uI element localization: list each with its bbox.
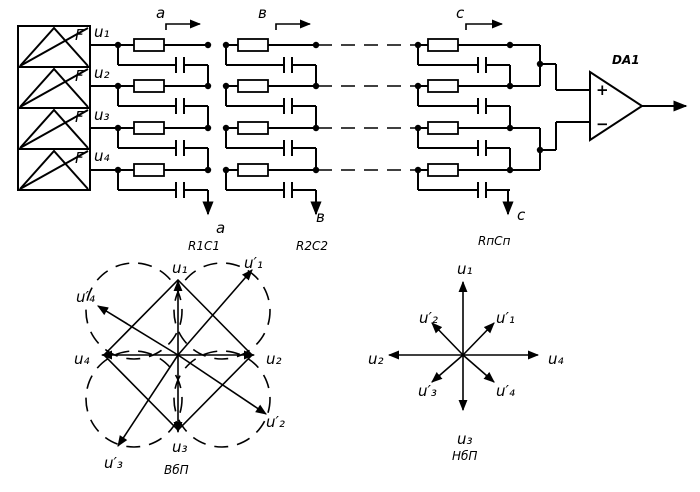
stage-2-row-3-node-in (222, 124, 230, 132)
nbp-label-u2p: u′₂ (419, 309, 438, 327)
stage-2-row-4-resistor (237, 163, 269, 177)
stage-1-row-2-resistor (133, 79, 165, 93)
continuation-dashes (318, 44, 420, 171)
input-label-u4: u₄ (94, 147, 110, 165)
stage-2-row-2-resistor (237, 79, 269, 93)
rc-network (90, 38, 514, 198)
stage-1-row-2-node-out (204, 82, 212, 90)
combiner-wiring (510, 44, 590, 171)
sensor-label-1: F (75, 26, 84, 44)
tap-label-a-top: a (156, 4, 165, 22)
op-amp-plus: + (596, 81, 609, 99)
stage-1-row-3-resistor (133, 121, 165, 135)
op-amp-label: DA1 (612, 53, 640, 67)
stage-1-row-4-node-in (114, 166, 122, 174)
sensor-label-4: F (75, 149, 84, 167)
input-label-u2: u₂ (94, 64, 110, 82)
tap-label-c-bottom: c (517, 206, 526, 224)
stage-2-row-2-node-in (222, 82, 230, 90)
vbp-caption: ВбП (164, 463, 189, 477)
stage-2-row-2-node-out (312, 82, 320, 90)
op-amp-da1 (589, 70, 688, 142)
nbp-label-u1p: u′₁ (496, 309, 515, 327)
tap-label-c-top: c (456, 4, 465, 22)
tap-label-v-bottom: в (316, 208, 325, 226)
nbp-caption: НбП (452, 449, 477, 463)
stage-2-row-3-resistor (237, 121, 269, 135)
nbp-vectors (387, 280, 540, 412)
tap-label-a-bottom: a (216, 219, 225, 237)
stage-1-row-1-node-in (114, 41, 122, 49)
vbp-vectors (97, 269, 267, 447)
vbp-label-u3: u₃ (172, 438, 188, 456)
stage-2-row-3-node-out (312, 124, 320, 132)
nbp-label-u3: u₃ (457, 430, 473, 448)
stage-2-row-4-node-in (222, 166, 230, 174)
stage-name-1: R1C1 (188, 239, 220, 253)
stage-2-row-1-node-out (312, 41, 320, 49)
stage-1-row-3-node-out (204, 124, 212, 132)
stage-2-row-1-node-in (222, 41, 230, 49)
nbp-label-u4p: u′₄ (496, 382, 515, 400)
vbp-diagram: u₁ u₂ u₃ u₄ u′₁ u′₂ u′₃ u′₄ ВбП (74, 254, 285, 477)
vbp-label-u3p: u′₃ (104, 454, 123, 472)
stage-2-row-1-resistor (237, 38, 269, 52)
vbp-label-u4: u₄ (74, 350, 90, 368)
stage-2-row-4-node-out (312, 166, 320, 174)
output-arrows (202, 190, 514, 216)
input-label-u3: u₃ (94, 106, 110, 124)
stage-3-row-3-resistor (427, 121, 459, 135)
vbp-dashed-circles (85, 262, 271, 448)
stage-1-row-2-node-in (114, 82, 122, 90)
tap-label-v-top: в (258, 4, 267, 22)
stage-3-row-2-resistor (427, 79, 459, 93)
nbp-diagram: u₁ u₂ u₃ u₄ u′₁ u′₂ u′₃ u′₄ НбП (368, 260, 564, 463)
stage-1-row-4-node-out (204, 166, 212, 174)
stage-name-2: R2C2 (296, 239, 328, 253)
tap-arrows (165, 19, 504, 30)
vbp-label-u1: u₁ (172, 259, 188, 277)
nbp-label-u4: u₄ (548, 350, 564, 368)
vbp-label-u2: u₂ (266, 350, 282, 368)
sensor-label-2: F (75, 67, 84, 85)
vbp-label-u4p: u′₄ (76, 288, 95, 306)
sensor-block: F F F F (17, 25, 91, 191)
nbp-label-u1: u₁ (457, 260, 473, 278)
op-amp-minus: − (596, 115, 609, 133)
nbp-label-u2: u₂ (368, 350, 384, 368)
sensor-label-3: F (75, 108, 84, 126)
input-label-u1: u₁ (94, 23, 110, 41)
stage-name-n: RпCп (478, 234, 511, 248)
stage-1-row-1-resistor (133, 38, 165, 52)
stage-3-row-1-resistor (427, 38, 459, 52)
stage-3-row-4-resistor (427, 163, 459, 177)
vbp-label-u2p: u′₂ (266, 413, 285, 431)
vbp-label-u1p: u′₁ (244, 254, 263, 272)
stage-1-row-4-resistor (133, 163, 165, 177)
nbp-label-u3p: u′₃ (418, 382, 437, 400)
stage-1-row-1-node-out (204, 41, 212, 49)
stage-1-row-3-node-in (114, 124, 122, 132)
sensor-triangles (19, 26, 89, 190)
